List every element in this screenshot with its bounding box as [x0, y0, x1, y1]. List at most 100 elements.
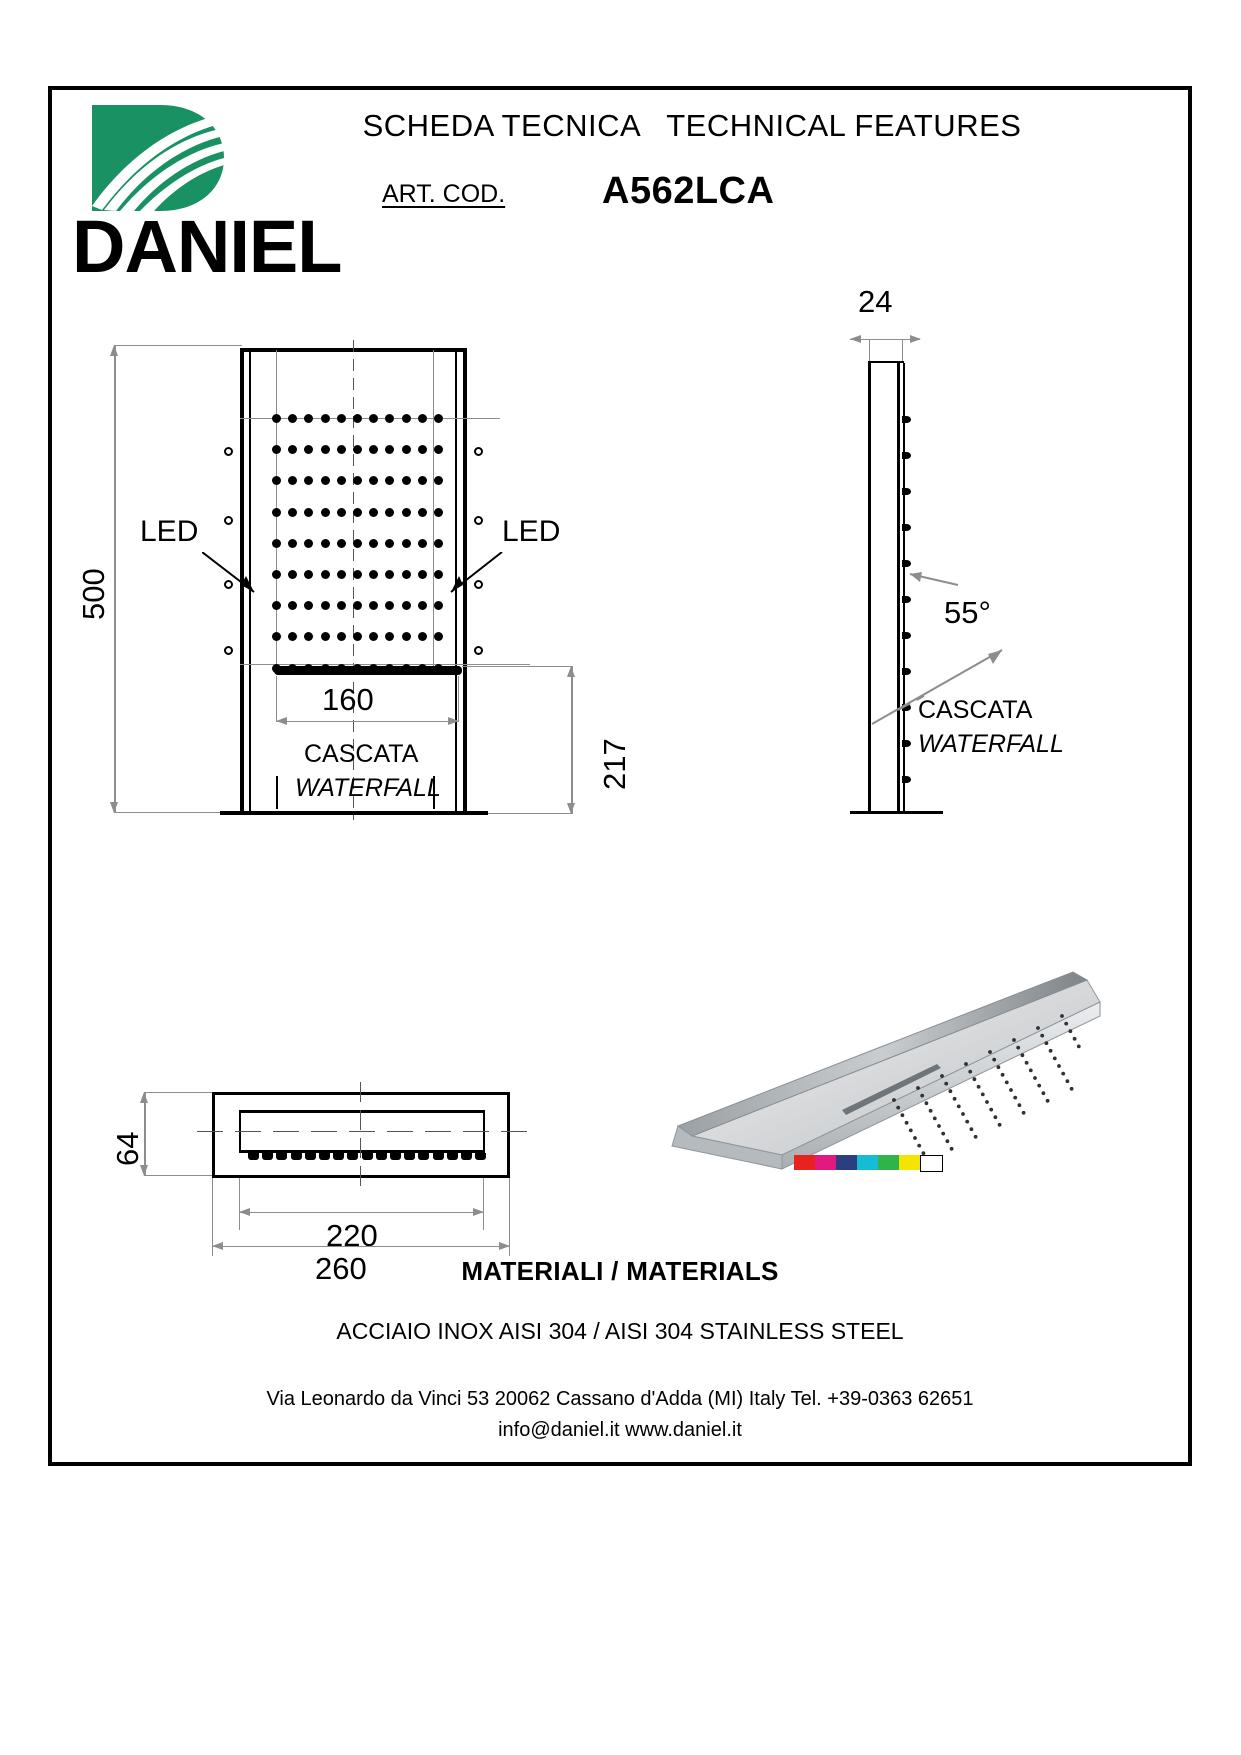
materials-body: ACCIAIO INOX AISI 304 / AISI 304 STAINLE…	[336, 1318, 904, 1344]
nozzle-dot	[288, 601, 298, 611]
nozzle-dot	[369, 601, 379, 611]
dim-arrow-down-64	[140, 1165, 148, 1176]
dim-220: 220	[326, 1218, 378, 1253]
nozzle-dot	[304, 538, 314, 548]
nozzle-dot	[320, 601, 330, 611]
footer-address-line2: info@daniel.it www.daniel.it	[498, 1419, 742, 1441]
top-inner-bottom	[239, 1150, 485, 1153]
led-hole	[474, 447, 483, 456]
nozzle-dot	[434, 632, 443, 642]
nozzle-dot	[385, 538, 395, 548]
nozzle-dot	[320, 476, 330, 486]
nozzle-dot	[336, 538, 346, 548]
top-outer-right	[507, 1092, 510, 1178]
nozzle-dot	[336, 601, 346, 611]
side-nozzle-bump	[902, 596, 911, 603]
dim-arrow-left-260	[212, 1242, 223, 1250]
led-hole	[224, 447, 233, 456]
label-cascata-front-en: WATERFALL	[295, 774, 441, 802]
dim-24: 24	[858, 284, 893, 319]
side-view-drawing: 24 55° CASCATA WATERFALL	[742, 90, 1162, 850]
nozzle-dot	[417, 476, 427, 486]
top-nozzle-mark	[276, 1153, 288, 1160]
label-cascata-front-it: CASCATA	[304, 740, 419, 768]
color-swatch	[857, 1155, 878, 1170]
nozzle-dot	[417, 601, 427, 611]
dim-arrow-left-160	[276, 717, 287, 725]
dim-line-24	[850, 339, 920, 340]
nozzle-dot	[288, 632, 298, 642]
footer-address-line1: Via Leonardo da Vinci 53 20062 Cassano d…	[266, 1388, 974, 1410]
dim-arrow-down-217	[567, 803, 575, 814]
ext-line-217-bottom	[488, 813, 573, 814]
nozzle-dot	[304, 632, 314, 642]
nozzle-dot	[401, 601, 411, 611]
nozzle-dot	[320, 507, 330, 517]
top-nozzle-mark	[304, 1153, 316, 1160]
nozzle-dot	[417, 414, 427, 423]
nozzle-dot	[385, 570, 395, 579]
nozzle-dot	[385, 632, 395, 642]
label-led-left: LED	[140, 515, 199, 548]
ext-line-64-top	[144, 1092, 214, 1093]
top-nozzle-mark	[361, 1153, 373, 1160]
nozzle-dot	[336, 507, 346, 517]
side-nozzle-bump	[902, 704, 911, 711]
nozzle-dot	[434, 570, 443, 579]
nozzle-dot	[304, 601, 314, 611]
side-nozzle-bump	[902, 560, 911, 567]
color-swatch	[815, 1155, 836, 1170]
nozzle-dot	[353, 507, 362, 517]
color-swatch-strip	[794, 1155, 943, 1172]
top-outer-top	[212, 1092, 510, 1095]
nozzle-dot	[434, 507, 443, 517]
dim-line-64	[144, 1092, 146, 1176]
nozzle-dot	[353, 445, 362, 455]
nozzle-dot	[288, 538, 298, 548]
nozzle-dot	[272, 601, 281, 611]
nozzle-dot	[369, 632, 379, 642]
nozzle-dot	[353, 632, 362, 642]
dim-500: 500	[76, 568, 111, 620]
top-nozzle-mark	[461, 1153, 472, 1160]
centerline-vertical-top	[360, 1082, 361, 1192]
nozzle-dot	[385, 476, 395, 486]
leader-led-left	[202, 552, 255, 593]
side-nozzle-bump	[902, 416, 911, 423]
dim-arrow-left-24	[850, 335, 861, 343]
nozzle-dot	[288, 570, 298, 579]
nozzle-dot	[336, 570, 346, 579]
nozzle-dot	[272, 476, 281, 486]
nozzle-dot	[401, 538, 411, 548]
dim-160: 160	[322, 682, 374, 717]
nozzle-dot	[272, 507, 281, 517]
side-bottom-lip	[850, 811, 872, 814]
nozzle-dot	[385, 507, 395, 517]
nozzle-dot	[369, 538, 379, 548]
led-hole	[474, 646, 483, 655]
side-front-edge	[897, 363, 900, 813]
dim-55deg: 55°	[944, 595, 991, 630]
dim-line-260	[212, 1246, 510, 1247]
led-hole	[474, 580, 483, 589]
side-nozzle-bump	[902, 668, 911, 675]
page-title: SCHEDA TECNICA TECHNICAL FEATURES	[362, 108, 1022, 143]
nozzle-dot	[272, 445, 281, 455]
nozzle-dot	[288, 445, 298, 455]
top-nozzle-mark	[375, 1153, 387, 1160]
nozzle-dot	[353, 414, 362, 423]
led-hole	[474, 516, 483, 525]
nozzle-dot	[353, 538, 362, 548]
ext-line-220-right	[483, 1178, 484, 1230]
nozzle-dot	[401, 445, 411, 455]
nozzle-dot	[385, 414, 395, 423]
side-nozzle-bump	[902, 524, 911, 531]
nozzle-dot	[336, 632, 346, 642]
brand-wordmark: DANIEL	[72, 205, 342, 288]
leader-55deg	[871, 649, 1003, 725]
ext-line-500-bottom	[114, 812, 244, 813]
dim-arrow-left-220	[239, 1208, 250, 1216]
top-nozzle-mark	[390, 1153, 401, 1160]
dim-260: 260	[315, 1251, 367, 1286]
nozzle-dot	[353, 601, 362, 611]
